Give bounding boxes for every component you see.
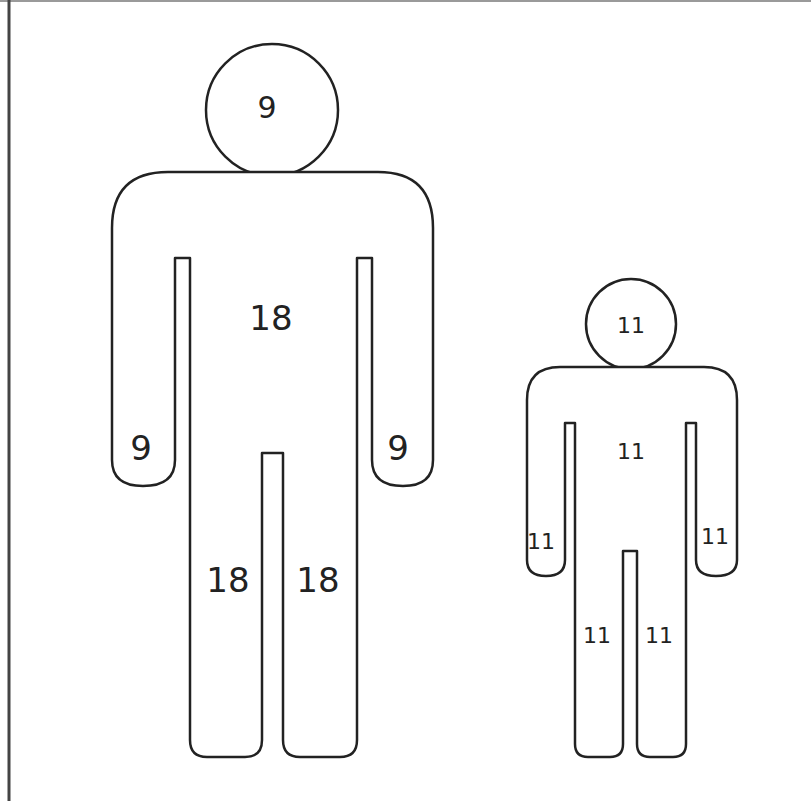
percent-number: 11 [583,625,611,647]
figure-outline [206,44,338,176]
adult-head: 9 [204,42,340,178]
percent-number: 9 [130,431,152,465]
percent-number: 18 [296,563,339,597]
figure-outline [112,172,433,757]
figure-outline [527,367,737,757]
percent-number: 11 [617,441,645,463]
figure-outline [586,279,676,369]
percent-number: 11 [701,526,729,548]
child-head: 11 [584,277,678,371]
percent-number: 11 [645,625,673,647]
adult-body-outline [110,170,435,760]
percent-number: 9 [387,431,409,465]
percent-number: 11 [617,315,645,337]
child-body-outline [525,365,739,760]
left-border [8,0,11,801]
percent-number: 11 [527,531,555,553]
adult-body: 18 9 9 18 18 [110,170,435,760]
child-body: 11 11 11 11 11 [525,365,739,760]
percent-number: 18 [249,301,292,335]
percent-number: 9 [257,93,276,123]
top-border [0,0,811,2]
percent-number: 18 [206,563,249,597]
